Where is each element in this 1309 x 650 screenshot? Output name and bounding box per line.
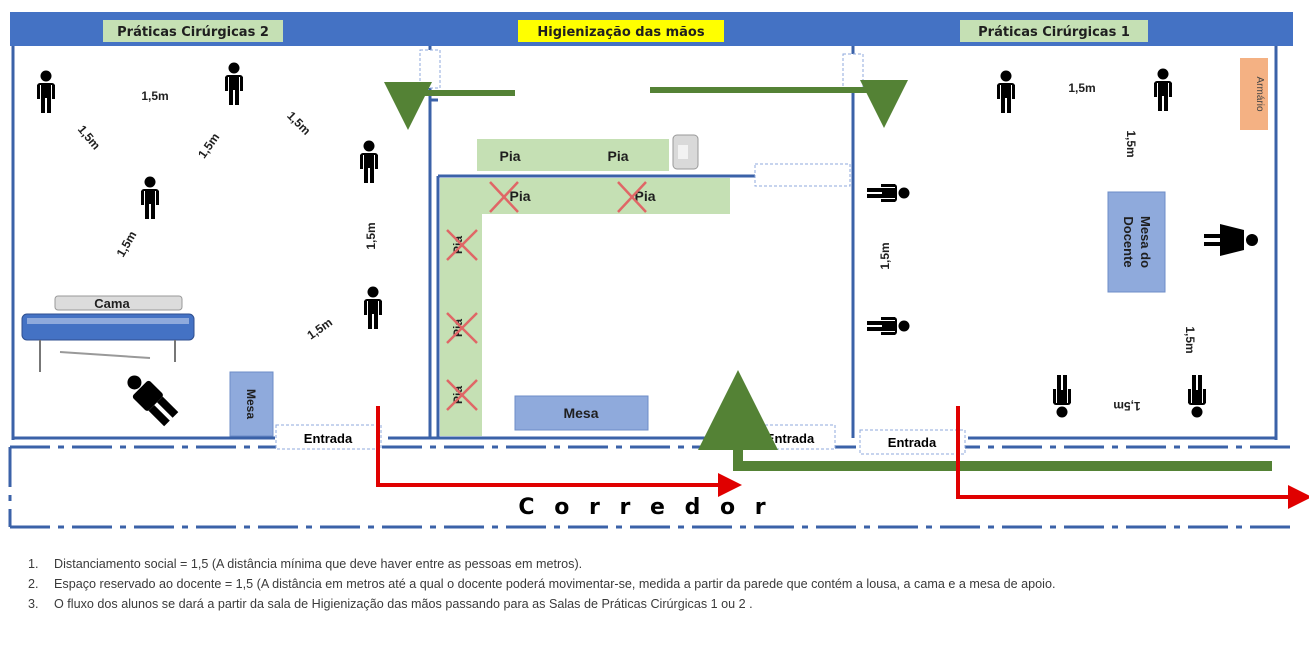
bed-icon (21, 295, 195, 372)
distance-label: 1,5m (1068, 81, 1095, 95)
distance-label: 1,5m (141, 89, 168, 103)
table-left (229, 371, 274, 437)
room-label-right-bg (960, 20, 1148, 42)
sink-disabled-label: Pia (451, 236, 465, 254)
distance-label: 1,5m (1183, 326, 1197, 353)
room-title-left: Práticas Cirúrgicas 2 (117, 25, 269, 40)
sink-disabled-label: Pia (509, 188, 530, 204)
cross-marks (446, 181, 647, 411)
table-center (514, 395, 649, 431)
distance-label: 1,5m (364, 222, 378, 249)
sink-label: Pia (607, 148, 628, 164)
note-text: O fluxo dos alunos se dará a partir da s… (54, 597, 753, 611)
door-passage (754, 163, 851, 187)
teacher-desk-label-line1: Mesa do (1138, 216, 1153, 268)
mannequin-icon (127, 375, 179, 427)
distance-label: 1,5m (1124, 130, 1138, 157)
distance-label: 1,5m (304, 315, 334, 342)
note-text: Espaço reservado ao docente = 1,5 (A dis… (54, 577, 1056, 591)
red-arrow-right (956, 406, 1309, 509)
red-arrow-left (376, 406, 742, 497)
sink-disabled-label: Pia (451, 386, 465, 404)
note-number: 1. (28, 557, 39, 571)
distance-label: 1,5m (284, 109, 313, 138)
walls (11, 46, 1278, 440)
green-arrow-top-left (384, 82, 515, 130)
note-item: 1. Distanciamento social = 1,5 (A distânc… (28, 556, 1293, 573)
corridor-lines (8, 445, 1293, 529)
note-number: 2. (28, 577, 39, 591)
entrance-left (275, 424, 382, 450)
people (36, 62, 1207, 418)
door-top-right (842, 53, 864, 91)
green-arrow-top-right (650, 80, 908, 128)
entrance-left-label: Entrada (304, 431, 353, 446)
note-text: Distanciamento social = 1,5 (A distância… (54, 557, 583, 571)
room-label-center-bg (518, 20, 724, 42)
teacher-desk (1107, 191, 1166, 293)
sink-disabled-label: Pia (634, 188, 655, 204)
teacher-desk-label: Mesa do Docente (1121, 216, 1153, 268)
distance-label: 1,5m (195, 130, 222, 160)
floor-plan: Práticas Cirúrgicas 2 Higienização das m… (8, 12, 1309, 529)
room-title-right: Práticas Cirúrgicas 1 (978, 25, 1130, 40)
green-arrow-corridor (698, 370, 1272, 471)
room-title-center: Higienização das mãos (537, 25, 704, 40)
table-center-label: Mesa (563, 405, 598, 421)
trash-bin-icon (672, 134, 699, 170)
table-left-label: Mesa (244, 389, 258, 419)
sink-disabled-label: Pia (451, 319, 465, 337)
note-item: 2. Espaço reservado ao docente = 1,5 (A d… (28, 576, 1293, 593)
bed-label: Cama (94, 296, 130, 311)
sink-counter-inner (440, 178, 730, 214)
sink-counter-top (477, 139, 669, 171)
sink-label: Pia (499, 148, 520, 164)
door-top-left (419, 49, 441, 89)
note-number: 3. (28, 597, 39, 611)
distance-labels: 1,5m 1,5m 1,5m 1,5m 1,5m 1,5m 1,5m 1,5m … (75, 81, 1197, 413)
room-label-left-bg (103, 20, 283, 42)
teacher-desk-label-line2: Docente (1121, 216, 1136, 267)
note-item: 3. O fluxo dos alunos se dará a partir da… (28, 596, 1293, 613)
entrance-center-label: Entrada (766, 431, 815, 446)
entrance-right-label: Entrada (888, 435, 937, 450)
distance-label: 1,5m (1113, 399, 1140, 413)
notes-list: 1. Distanciamento social = 1,5 (A distânc… (28, 556, 1293, 616)
corridor-label: C o r r e d o r (518, 495, 771, 520)
entrance-right (859, 429, 966, 455)
distance-label: 1,5m (75, 122, 103, 152)
distance-label: 1,5m (878, 242, 892, 269)
flow-arrows (376, 80, 1309, 509)
teacher-icon (1204, 224, 1258, 256)
cabinet-label: Armário (1254, 76, 1265, 111)
distance-label: 1,5m (114, 229, 140, 260)
cabinet (1240, 58, 1268, 130)
